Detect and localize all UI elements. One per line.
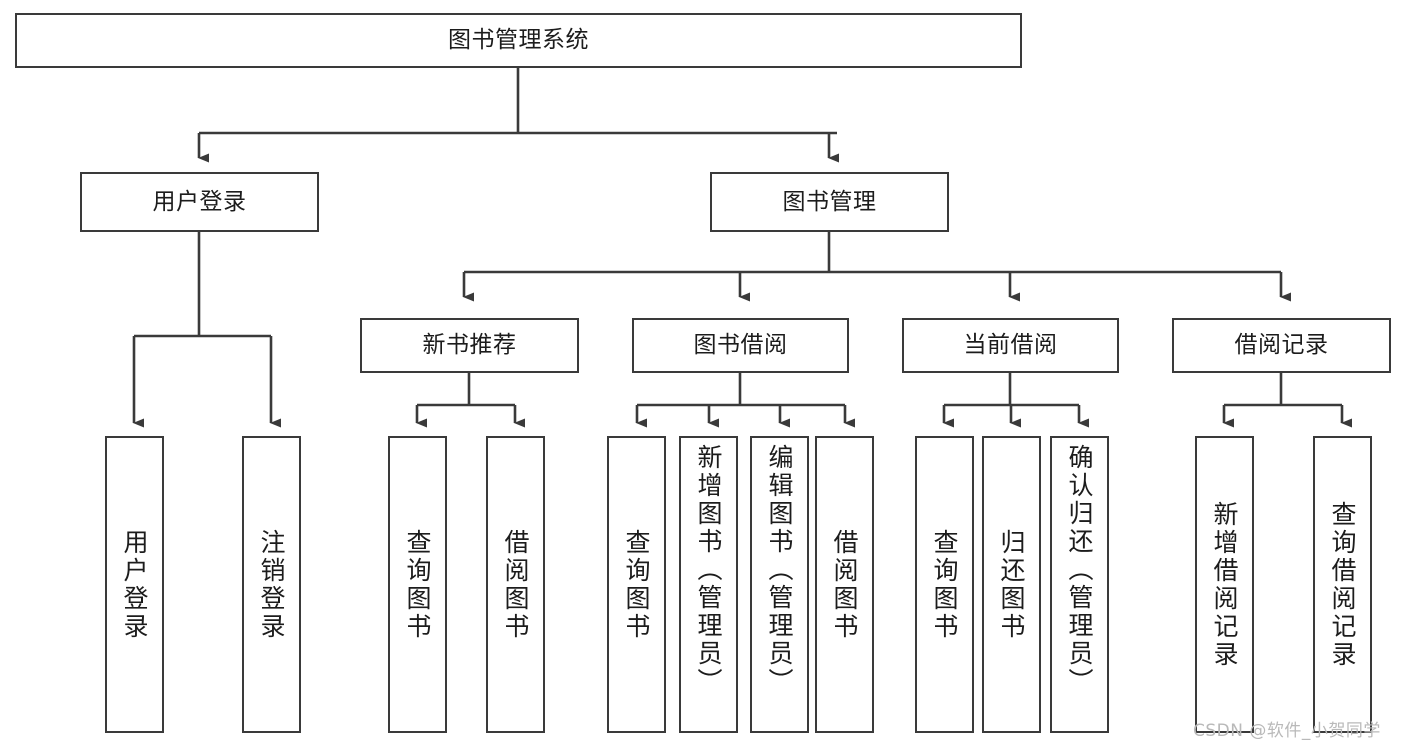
leaf-confirm-return-admin[interactable]: 确认归还（管理员） (1050, 436, 1109, 733)
leaf-query-borrow-record[interactable]: 查询借阅记录 (1313, 436, 1372, 733)
node-label: 用户登录 (120, 528, 149, 641)
node-root-system[interactable]: 图书管理系统 (15, 13, 1022, 68)
node-label: 当前借阅 (963, 332, 1058, 358)
leaf-add-borrow-record[interactable]: 新增借阅记录 (1195, 436, 1254, 733)
node-label: 查询图书 (403, 528, 432, 641)
node-label: 归还图书 (997, 528, 1026, 641)
leaf-query-book-current[interactable]: 查询图书 (915, 436, 974, 733)
node-new-book-recommend[interactable]: 新书推荐 (360, 318, 579, 373)
node-label: 查询图书 (622, 528, 651, 641)
node-book-management[interactable]: 图书管理 (710, 172, 949, 232)
leaf-borrow-book[interactable]: 借阅图书 (815, 436, 874, 733)
node-label: 图书管理 (782, 188, 877, 215)
leaf-query-book-borrow[interactable]: 查询图书 (607, 436, 666, 733)
leaf-borrow-book-recommend[interactable]: 借阅图书 (486, 436, 545, 733)
node-borrow-record[interactable]: 借阅记录 (1172, 318, 1391, 373)
node-label: 查询借阅记录 (1328, 500, 1357, 669)
node-book-borrow[interactable]: 图书借阅 (632, 318, 849, 373)
node-label: 注销登录 (257, 528, 286, 641)
node-label: 确认归还（管理员） (1065, 444, 1094, 696)
node-label: 用户登录 (152, 188, 247, 215)
leaf-query-book-recommend[interactable]: 查询图书 (388, 436, 447, 733)
node-label: 新增借阅记录 (1210, 500, 1239, 669)
leaf-user-login[interactable]: 用户登录 (105, 436, 164, 733)
node-label: 新增图书（管理员） (694, 444, 723, 696)
node-label: 借阅记录 (1234, 332, 1329, 358)
node-user-login[interactable]: 用户登录 (80, 172, 319, 232)
node-current-borrow[interactable]: 当前借阅 (902, 318, 1119, 373)
node-label: 图书管理系统 (448, 27, 589, 53)
leaf-add-book-admin[interactable]: 新增图书（管理员） (679, 436, 738, 733)
csdn-watermark: CSDN @软件_小贺同学 (1193, 721, 1381, 741)
node-label: 图书借阅 (693, 332, 788, 358)
leaf-edit-book-admin[interactable]: 编辑图书（管理员） (750, 436, 809, 733)
leaf-return-book[interactable]: 归还图书 (982, 436, 1041, 733)
node-label: 编辑图书（管理员） (765, 444, 794, 696)
node-label: 借阅图书 (830, 528, 859, 641)
node-label: 查询图书 (930, 528, 959, 641)
node-label: 新书推荐 (422, 332, 517, 358)
node-label: 借阅图书 (501, 528, 530, 641)
leaf-logout[interactable]: 注销登录 (242, 436, 301, 733)
